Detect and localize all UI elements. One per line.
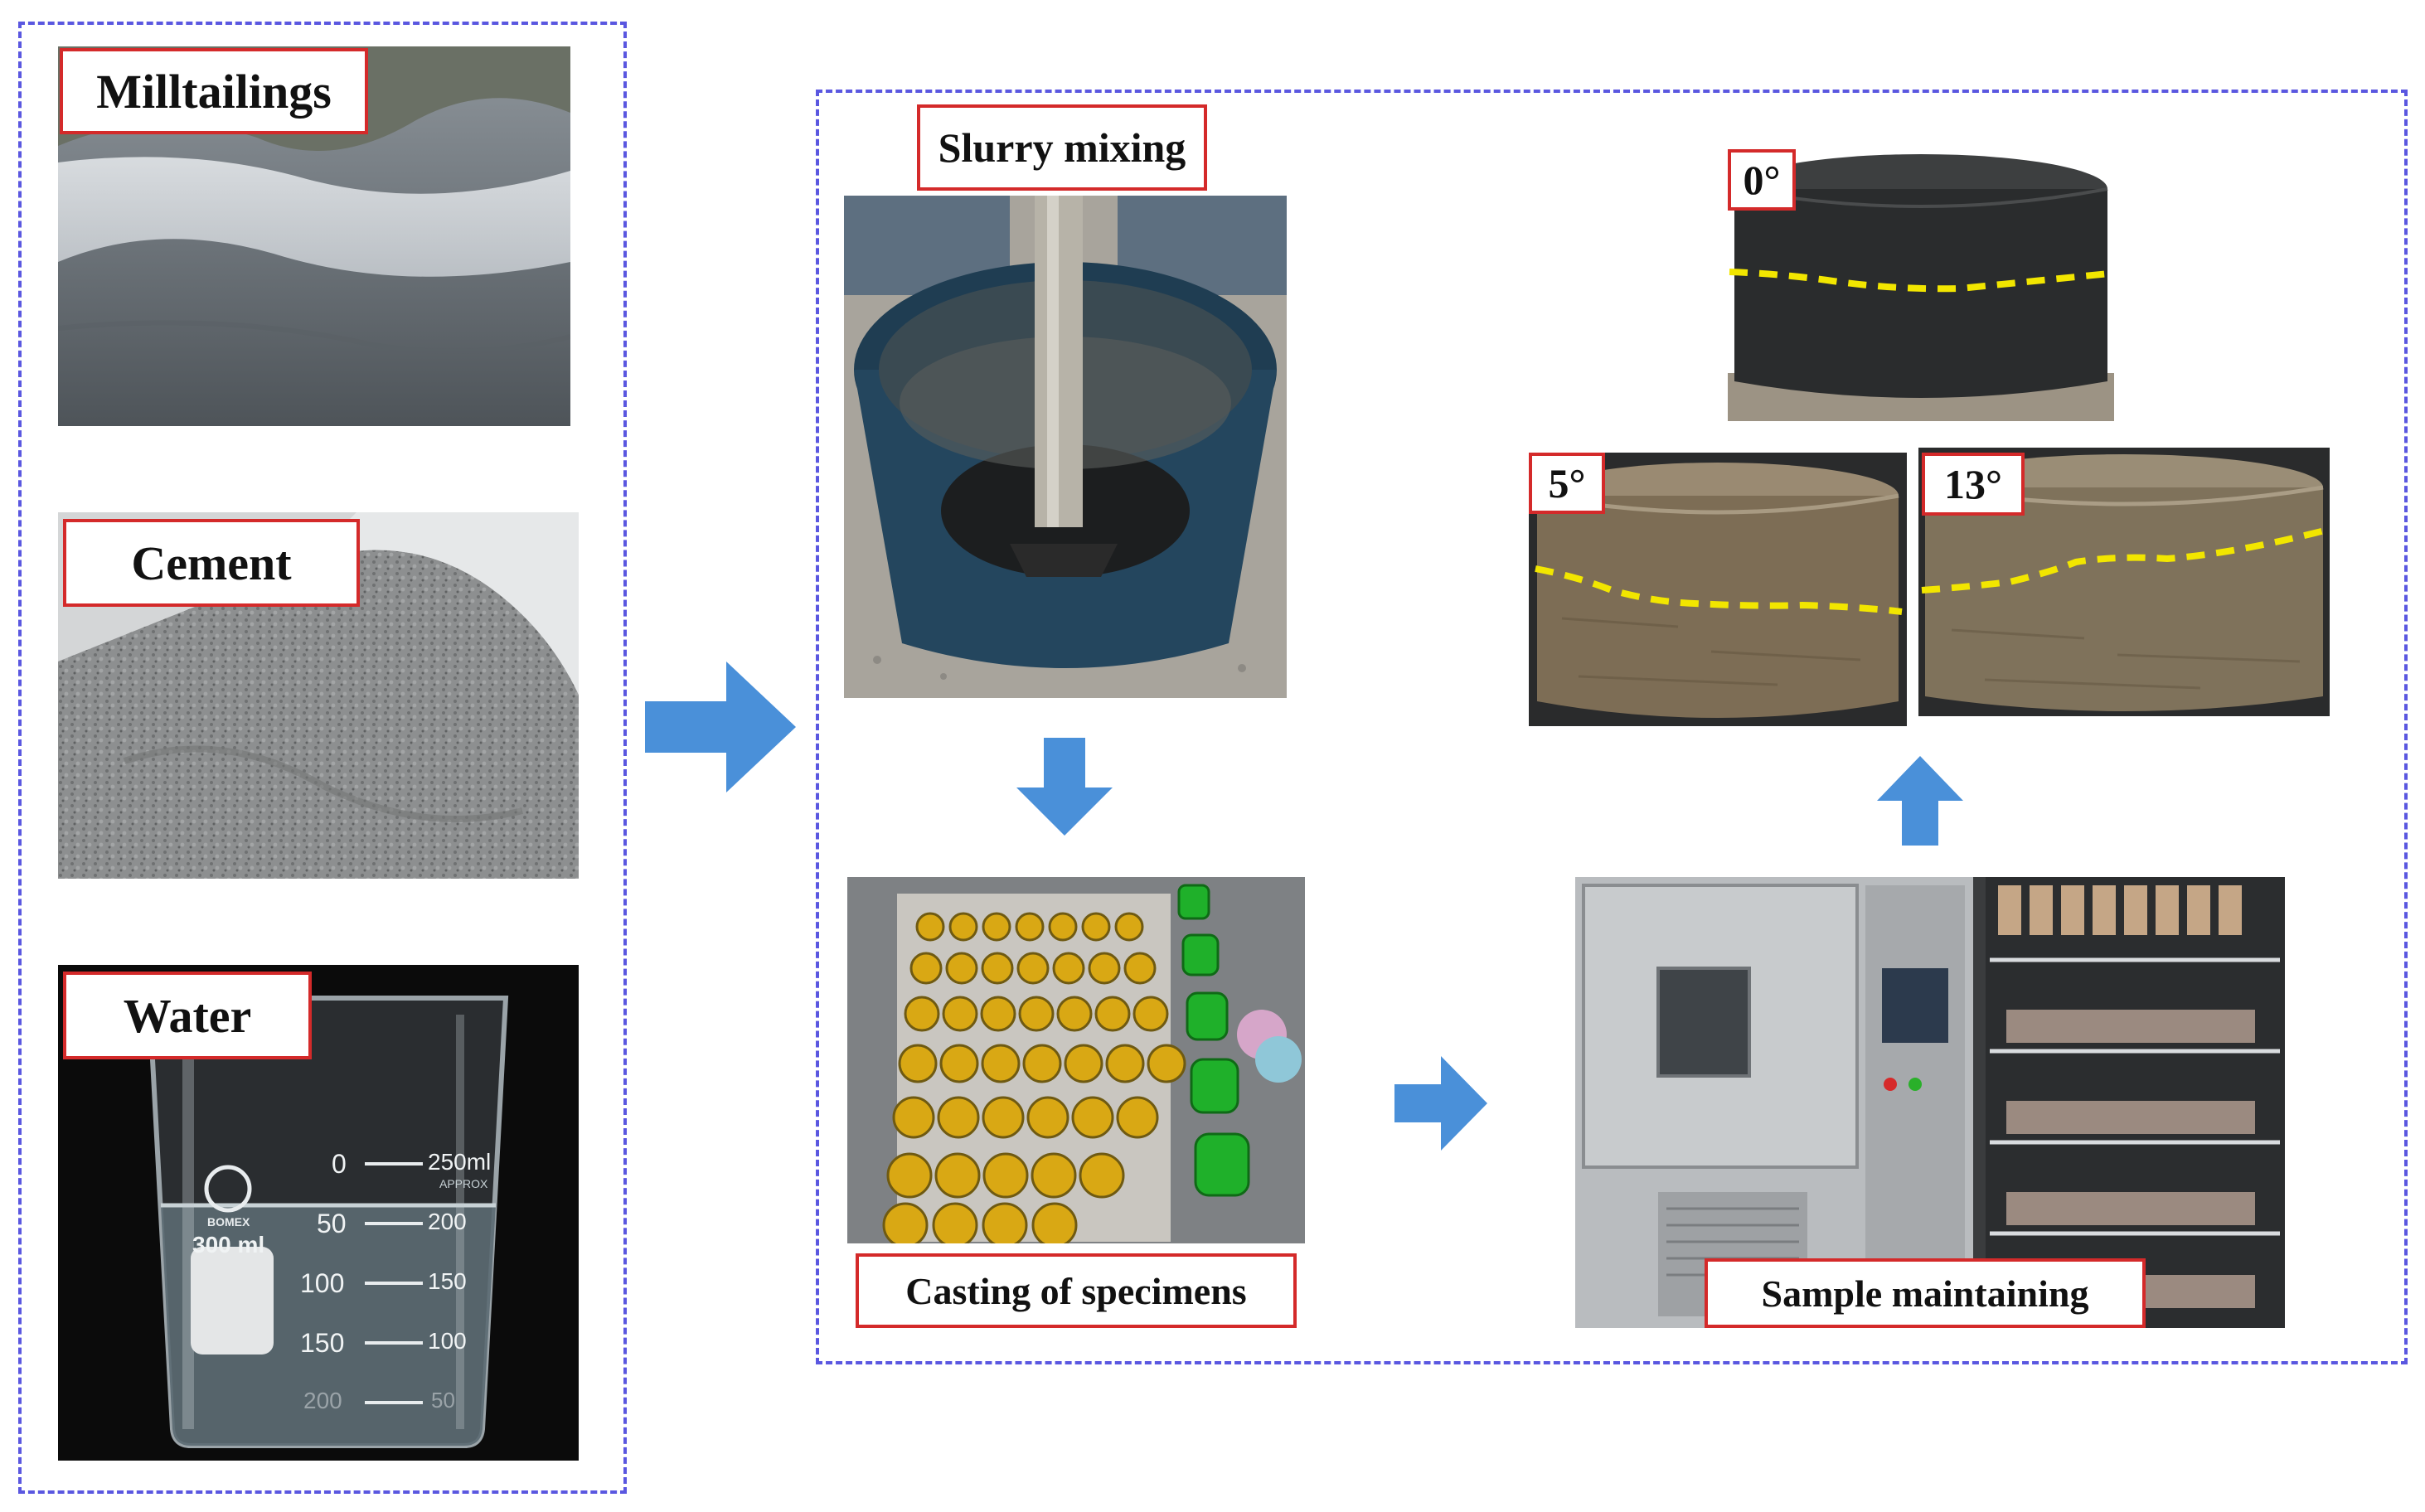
beaker-mark-right-4: 100 bbox=[428, 1328, 467, 1354]
arrow-right-icon bbox=[645, 662, 796, 792]
slurry-mixing-photo bbox=[844, 196, 1287, 698]
maintaining-label: Sample maintaining bbox=[1705, 1258, 2146, 1328]
process-group bbox=[816, 90, 2408, 1364]
specimen-angle-13: 13° bbox=[1922, 453, 2025, 516]
beaker-mark-right-1: APPROX bbox=[439, 1177, 488, 1190]
beaker-mark-right-0: 250ml bbox=[428, 1149, 492, 1175]
arrow-right-small-icon bbox=[1394, 1056, 1487, 1151]
beaker-brand: BOMEX bbox=[207, 1215, 250, 1228]
arrow-down-icon bbox=[1016, 738, 1113, 836]
beaker-mark-right-5: 50 bbox=[431, 1388, 455, 1413]
casting-specimens-photo bbox=[847, 877, 1305, 1243]
beaker-mark-right-2: 200 bbox=[428, 1209, 467, 1234]
casting-label: Casting of specimens bbox=[856, 1253, 1297, 1328]
water-label: Water bbox=[63, 972, 312, 1059]
milltailings-label: Milltailings bbox=[60, 48, 368, 134]
beaker-mark-left-2: 100 bbox=[300, 1268, 345, 1298]
beaker-mark-left-4: 200 bbox=[303, 1388, 342, 1413]
materials-group bbox=[18, 22, 627, 1494]
beaker-mark-left-1: 50 bbox=[317, 1209, 347, 1238]
beaker-capacity: 300 ml bbox=[192, 1232, 265, 1258]
specimen-0-photo bbox=[1728, 149, 2114, 421]
arrow-up-icon bbox=[1877, 756, 1963, 846]
beaker-mark-right-3: 150 bbox=[428, 1268, 467, 1294]
beaker-mark-left-3: 150 bbox=[300, 1328, 345, 1358]
specimen-angle-5: 5° bbox=[1529, 453, 1605, 514]
slurry-mixing-label: Slurry mixing bbox=[917, 104, 1207, 191]
specimen-angle-0: 0° bbox=[1728, 149, 1796, 211]
cement-label: Cement bbox=[63, 519, 360, 607]
cement-photo bbox=[58, 512, 579, 879]
beaker-mark-left-0: 0 bbox=[332, 1149, 347, 1179]
specimen-5-photo bbox=[1529, 453, 1907, 726]
